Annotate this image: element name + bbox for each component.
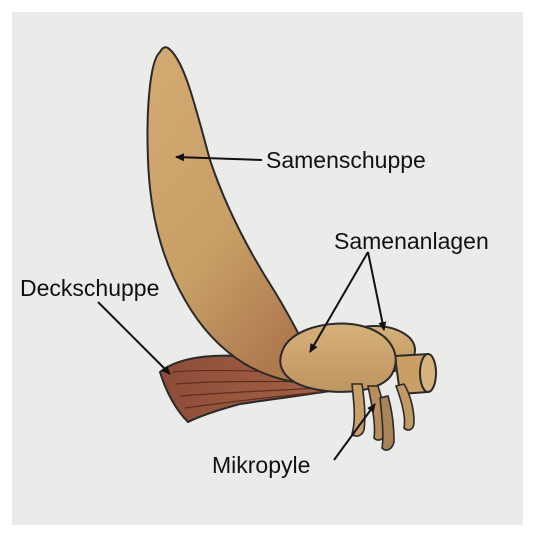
- label-samenanlagen: Samenanlagen: [334, 228, 489, 254]
- label-samenschuppe: Samenschuppe: [266, 147, 426, 173]
- label-mikropyle: Mikropyle: [212, 452, 310, 478]
- background-panel: [12, 12, 523, 525]
- label-deckschuppe: Deckschuppe: [20, 275, 159, 301]
